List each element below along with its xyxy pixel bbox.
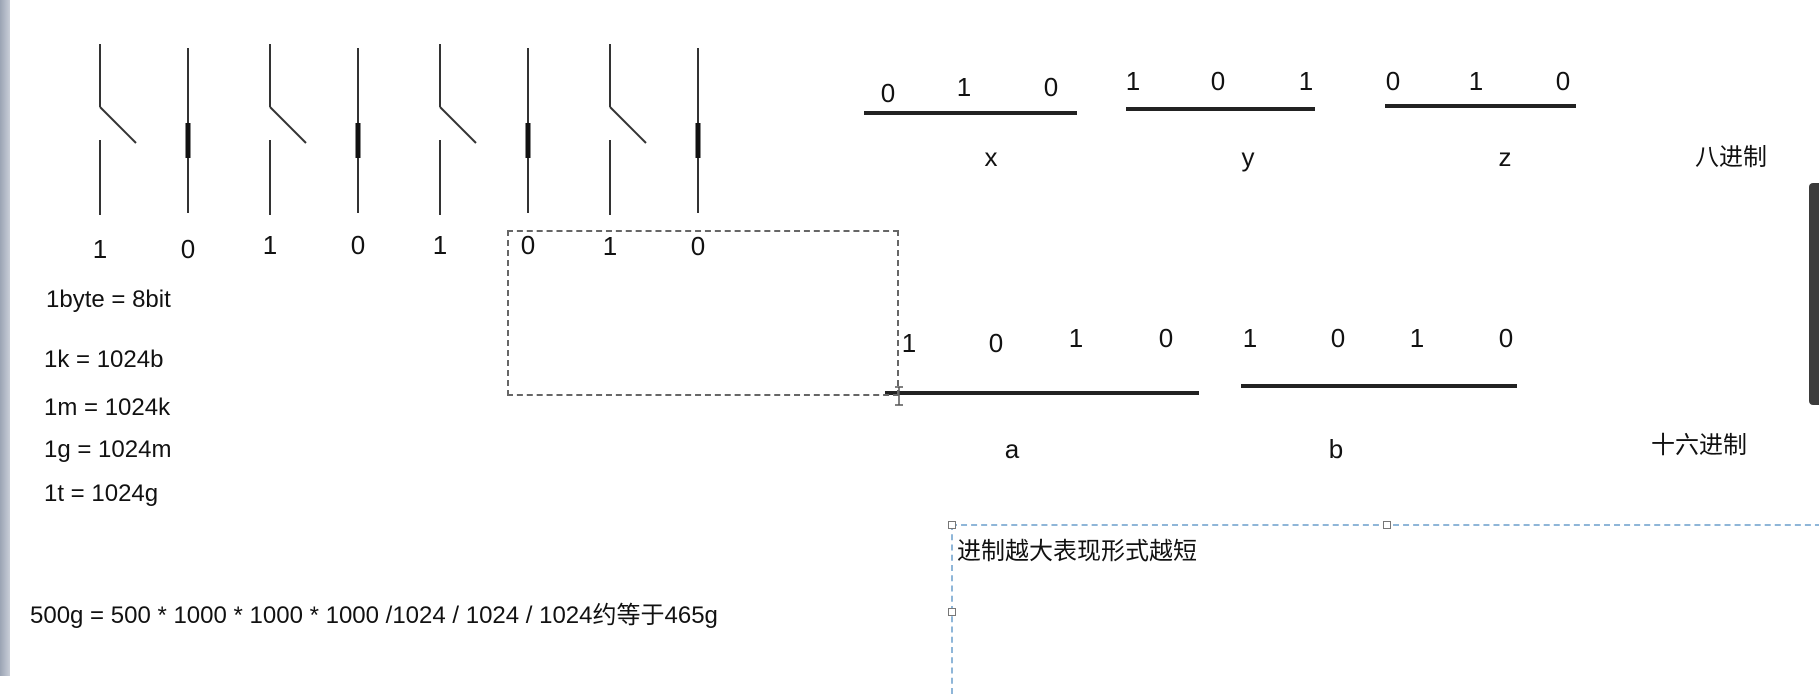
octal-bit: 0 [1043, 72, 1059, 102]
switch-bit-label: 0 [690, 231, 706, 261]
octal-bit: 1 [1125, 66, 1141, 96]
octal-bit: 1 [1298, 66, 1314, 96]
octal-label: 八进制 [1695, 144, 1767, 171]
switch-bit-label: 1 [432, 230, 448, 260]
switch-1 [439, 44, 477, 215]
switch-bit-label: 0 [520, 230, 536, 260]
octal-letter-y: y [1241, 142, 1255, 172]
note-mega: 1m = 1024k [44, 394, 171, 421]
resize-handle[interactable] [948, 608, 956, 616]
switch-bit-label: 0 [180, 234, 196, 264]
hex-label: 十六进制 [1651, 432, 1747, 459]
octal-letter-x: x [984, 142, 998, 172]
switch-bit-label: 1 [262, 230, 278, 260]
switch-bit-label: 0 [350, 230, 366, 260]
switch-bit-label: 1 [602, 231, 618, 261]
hex-bit: 0 [988, 328, 1004, 358]
octal-bit: 1 [956, 72, 972, 102]
octal-bit: 0 [1210, 66, 1226, 96]
note-tera: 1t = 1024g [44, 480, 159, 507]
scrollbar-thumb[interactable] [1809, 183, 1819, 405]
octal-bit: 0 [1555, 66, 1571, 96]
text-box-content[interactable]: 进制越大表现形式越短 [957, 538, 1197, 565]
octal-letter-z: z [1498, 142, 1512, 172]
octal-bit: 0 [880, 78, 896, 108]
switch-1 [609, 44, 647, 215]
hex-bit: 1 [901, 328, 917, 358]
window-left-edge [0, 0, 10, 676]
hex-bit: 0 [1498, 323, 1514, 353]
resize-handle[interactable] [1383, 521, 1391, 529]
diagram-canvas [99, 44, 1576, 406]
conversion-formula: 500g = 500 * 1000 * 1000 * 1000 /1024 / … [30, 602, 718, 629]
note-byte: 1byte = 8bit [46, 286, 171, 313]
text-cursor-icon [895, 386, 903, 406]
switch-1 [99, 44, 137, 215]
hex-bit: 0 [1330, 323, 1346, 353]
hex-letter-a: a [1004, 434, 1020, 464]
hex-letter-b: b [1328, 434, 1344, 464]
switch-bit-label: 1 [92, 234, 108, 264]
octal-bit: 1 [1468, 66, 1484, 96]
hex-bit: 1 [1242, 323, 1258, 353]
hex-bit: 1 [1068, 323, 1084, 353]
hex-bit: 1 [1409, 323, 1425, 353]
note-giga: 1g = 1024m [44, 436, 172, 463]
switch-1 [269, 44, 307, 215]
octal-bit: 0 [1385, 66, 1401, 96]
hex-bit: 0 [1158, 323, 1174, 353]
selection-box[interactable] [507, 230, 899, 396]
note-kilo: 1k = 1024b [44, 346, 164, 373]
resize-handle[interactable] [948, 521, 956, 529]
